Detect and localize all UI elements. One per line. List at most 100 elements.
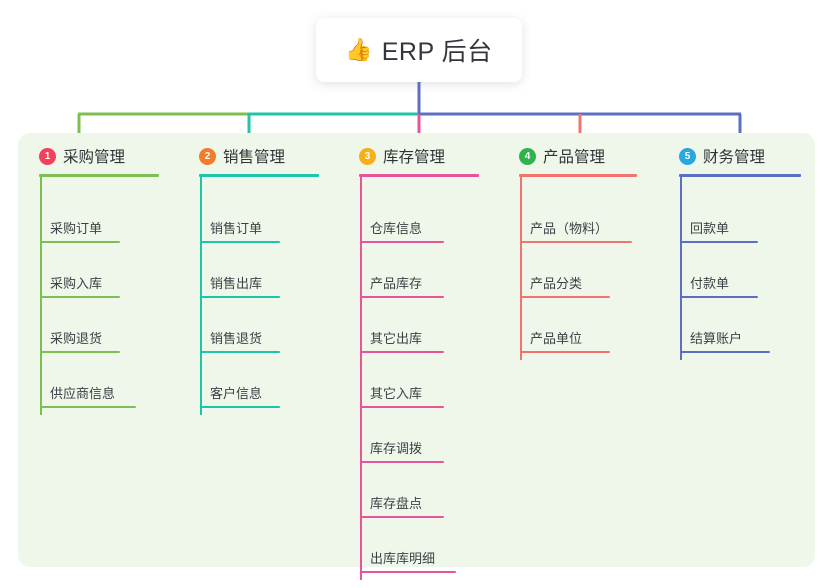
branch-column-5: 5 财务管理回款单付款单结算账户 — [658, 133, 818, 567]
leaf-item-label: 库存盘点 — [370, 496, 423, 511]
branch-badge-5: 5 — [679, 147, 696, 165]
branch-underline-3 — [359, 174, 479, 177]
leaf-item-label: 采购入库 — [50, 276, 103, 291]
leaf-item-label: 结算账户 — [690, 331, 743, 346]
leaf-item[interactable]: 结算账户 — [658, 301, 818, 356]
leaf-item-underline — [200, 406, 280, 408]
branch-column-3: 3 库存管理仓库信息产品库存其它出库其它入库库存调拨库存盘点出库库明细 — [338, 133, 498, 580]
leaf-item[interactable]: 销售订单 — [178, 191, 338, 246]
branch-trunk-3 — [360, 175, 362, 580]
branch-columns: 1 采购管理采购订单采购入库采购退货供应商信息 2 销售管理销售订单销售出库销售退货客… — [18, 133, 818, 580]
branch-badge-4: 4 — [519, 147, 536, 165]
leaf-item[interactable]: 产品库存 — [338, 246, 498, 301]
root-node-title: ERP 后台 — [381, 38, 493, 66]
leaf-item-underline — [680, 351, 770, 353]
leaf-item-underline — [360, 296, 444, 298]
leaf-item-label: 其它出库 — [370, 331, 423, 346]
leaf-item-underline — [40, 241, 120, 243]
branch-items-1: 采购订单采购入库采购退货供应商信息 — [18, 191, 178, 411]
branch-header-1[interactable]: 1 采购管理 — [18, 143, 178, 169]
branch-title-3: 库存管理 — [383, 149, 446, 166]
leaf-item[interactable]: 销售出库 — [178, 246, 338, 301]
leaf-item-label: 销售退货 — [210, 331, 263, 346]
branch-header-3[interactable]: 3 库存管理 — [338, 143, 498, 169]
leaf-item-label: 产品（物料） — [530, 221, 609, 236]
leaf-item[interactable]: 供应商信息 — [18, 356, 178, 411]
leaf-item[interactable]: 产品（物料） — [498, 191, 658, 246]
leaf-item[interactable]: 库存调拨 — [338, 411, 498, 466]
leaf-item-underline — [360, 241, 444, 243]
leaf-item[interactable]: 其它入库 — [338, 356, 498, 411]
leaf-item[interactable]: 其它出库 — [338, 301, 498, 356]
branch-items-3: 仓库信息产品库存其它出库其它入库库存调拨库存盘点出库库明细 — [338, 191, 498, 576]
leaf-item-label: 付款单 — [690, 276, 730, 291]
branch-underline-1 — [39, 174, 159, 177]
leaf-item-label: 产品分类 — [530, 276, 583, 291]
branch-trunk-2 — [200, 175, 202, 415]
root-node-card[interactable]: 👍 ERP 后台 — [316, 18, 522, 82]
leaf-item-underline — [360, 351, 444, 353]
leaf-item-underline — [680, 296, 758, 298]
branch-column-1: 1 采购管理采购订单采购入库采购退货供应商信息 — [18, 133, 178, 567]
leaf-item[interactable]: 采购入库 — [18, 246, 178, 301]
leaf-item[interactable]: 出库库明细 — [338, 521, 498, 576]
branch-title-2: 销售管理 — [223, 149, 286, 166]
branch-items-4: 产品（物料） 产品分类产品单位 — [498, 191, 658, 356]
branch-title-1: 采购管理 — [63, 149, 126, 166]
branch-badge-1: 1 — [39, 147, 56, 165]
leaf-item-underline — [40, 296, 120, 298]
branch-badge-3: 3 — [359, 147, 376, 165]
leaf-item-label: 库存调拨 — [370, 441, 423, 456]
leaf-item-label: 仓库信息 — [370, 221, 423, 236]
branch-title-5: 财务管理 — [703, 149, 766, 166]
leaf-item-underline — [360, 516, 444, 518]
leaf-item-underline — [360, 461, 444, 463]
leaf-item-label: 其它入库 — [370, 386, 423, 401]
branch-trunk-5 — [680, 175, 682, 360]
leaf-item[interactable]: 产品单位 — [498, 301, 658, 356]
leaf-item-underline — [40, 351, 120, 353]
branch-column-4: 4 产品管理产品（物料） 产品分类产品单位 — [498, 133, 658, 567]
leaf-item[interactable]: 库存盘点 — [338, 466, 498, 521]
branch-trunk-1 — [40, 175, 42, 415]
branch-items-2: 销售订单销售出库销售退货客户信息 — [178, 191, 338, 411]
leaf-item[interactable]: 产品分类 — [498, 246, 658, 301]
leaf-item-label: 回款单 — [690, 221, 730, 236]
leaf-item-underline — [200, 241, 280, 243]
leaf-item-underline — [520, 241, 632, 243]
leaf-item-underline — [360, 571, 456, 573]
branch-title-4: 产品管理 — [543, 149, 606, 166]
leaf-item[interactable]: 仓库信息 — [338, 191, 498, 246]
leaf-item-underline — [40, 406, 136, 408]
leaf-item[interactable]: 付款单 — [658, 246, 818, 301]
branch-header-5[interactable]: 5 财务管理 — [658, 143, 818, 169]
branch-trunk-4 — [520, 175, 522, 360]
thumbs-up-icon: 👍 — [345, 37, 373, 62]
leaf-item-underline — [200, 351, 280, 353]
branches-panel — [18, 133, 815, 567]
leaf-item-underline — [200, 296, 280, 298]
leaf-item-label: 客户信息 — [210, 386, 263, 401]
leaf-item[interactable]: 采购退货 — [18, 301, 178, 356]
branch-underline-5 — [679, 174, 801, 177]
branch-column-2: 2 销售管理销售订单销售出库销售退货客户信息 — [178, 133, 338, 567]
leaf-item[interactable]: 回款单 — [658, 191, 818, 246]
leaf-item[interactable]: 销售退货 — [178, 301, 338, 356]
leaf-item-label: 采购退货 — [50, 331, 103, 346]
leaf-item-underline — [360, 406, 444, 408]
leaf-item-label: 销售出库 — [210, 276, 263, 291]
leaf-item-label: 供应商信息 — [50, 386, 116, 401]
branch-header-2[interactable]: 2 销售管理 — [178, 143, 338, 169]
leaf-item[interactable]: 客户信息 — [178, 356, 338, 411]
leaf-item-label: 产品库存 — [370, 276, 423, 291]
branch-items-5: 回款单付款单结算账户 — [658, 191, 818, 356]
leaf-item-underline — [520, 351, 610, 353]
leaf-item-underline — [520, 296, 610, 298]
branch-header-4[interactable]: 4 产品管理 — [498, 143, 658, 169]
leaf-item[interactable]: 采购订单 — [18, 191, 178, 246]
leaf-item-underline — [680, 241, 758, 243]
branch-underline-2 — [199, 174, 319, 177]
leaf-item-label: 产品单位 — [530, 331, 583, 346]
branch-badge-2: 2 — [199, 147, 216, 165]
